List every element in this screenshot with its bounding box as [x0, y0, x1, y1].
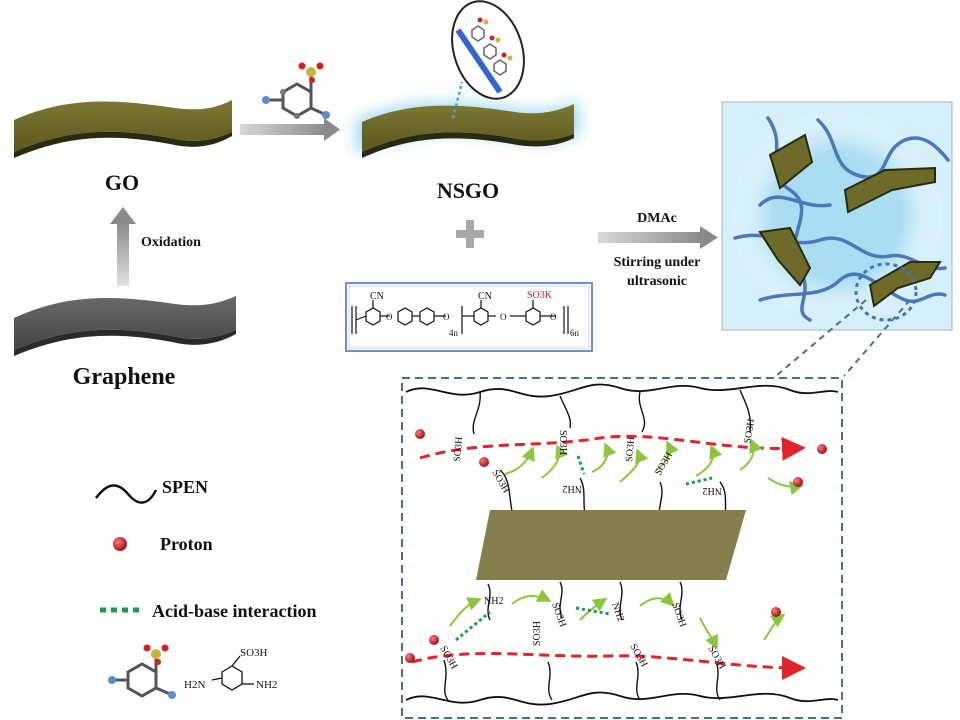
legend-spen-symbol [95, 484, 158, 504]
protons-zoom [405, 429, 827, 663]
so3h-top-3: SO3H [624, 436, 637, 462]
legend-proton-label: Proton [160, 534, 213, 554]
nh2-bottom-1: NH2 [484, 596, 503, 607]
stirring-label-line2: ultrasonic [627, 274, 687, 289]
nh2-top-2: NH2 [703, 485, 722, 496]
polymer-structure-box: CN CN SO3K O O O O 4n 6n [345, 282, 593, 352]
go-sheet [14, 100, 232, 158]
mixing-arrow [598, 226, 718, 249]
mechanism-zoom-box: SO3H SO3H SO3H SO3H SO3H NH2 SO3H NH2 NH… [401, 377, 843, 719]
sulfonated-diamine-molecule-icon [262, 62, 330, 119]
composite-membrane-box [721, 101, 953, 331]
nsgo-sheet [355, 100, 580, 158]
nsgo-zoom-bubble [451, 0, 525, 119]
proton-path-bottom [411, 652, 806, 680]
repeat-6n: 6n [570, 328, 580, 338]
oxidation-arrow [110, 207, 136, 286]
ether-o-2: O [443, 312, 450, 322]
side-chains-bottom [443, 581, 721, 701]
legend-molecule-3d-icon [108, 644, 176, 699]
zoom-leader-right [843, 299, 911, 377]
stirring-label-line1: Stirring under [614, 255, 701, 270]
proton-path-top [419, 434, 806, 461]
nsgo-flakes-composite [758, 133, 942, 308]
legend-spen-label: SPEN [162, 477, 208, 497]
so3h-top-4: SO3H [742, 418, 757, 445]
zoom-circle [854, 262, 918, 322]
legend: SPEN Proton Acid-base interaction SO3H H… [95, 477, 316, 699]
so3h-top-2: SO3H [557, 430, 568, 455]
nsgo-flake-zoom [476, 510, 746, 580]
nh2-top-1: NH2 [563, 483, 582, 494]
plus-icon [456, 220, 484, 248]
cn-label-2: CN [478, 291, 492, 302]
repeat-4n: 4n [449, 328, 459, 338]
ether-o-3: O [500, 312, 507, 322]
legend-acid-base-label: Acid-base interaction [152, 601, 316, 621]
ether-o-1: O [386, 312, 393, 322]
so3k-label: SO3K [527, 290, 553, 301]
go-label: GO [105, 170, 139, 195]
graphene-sheet [14, 296, 236, 356]
legend-structural-formula [211, 655, 254, 691]
functionalization-arrow [240, 118, 340, 141]
proton-hops-bottom [449, 589, 786, 650]
legend-so3h: SO3H [240, 647, 268, 659]
so3h-bottom-4: SO3H [532, 621, 543, 646]
proton-hops-top [504, 438, 804, 495]
ether-o-4: O [550, 312, 557, 322]
legend-h2n: H2N [184, 679, 205, 691]
nsgo-label: NSGO [437, 178, 499, 203]
cn-label-1: CN [370, 291, 384, 302]
legend-proton-symbol [113, 537, 127, 551]
zoom-leader-left [775, 299, 867, 377]
spen-backbone-bottom [405, 691, 839, 706]
dmac-label: DMAc [637, 211, 677, 226]
so3h-top-1: SO3H [452, 436, 465, 462]
acid-base-interactions [455, 455, 713, 642]
legend-nh2: NH2 [256, 679, 277, 691]
oxidation-label: Oxidation [141, 235, 201, 250]
graphene-label: Graphene [73, 364, 176, 390]
